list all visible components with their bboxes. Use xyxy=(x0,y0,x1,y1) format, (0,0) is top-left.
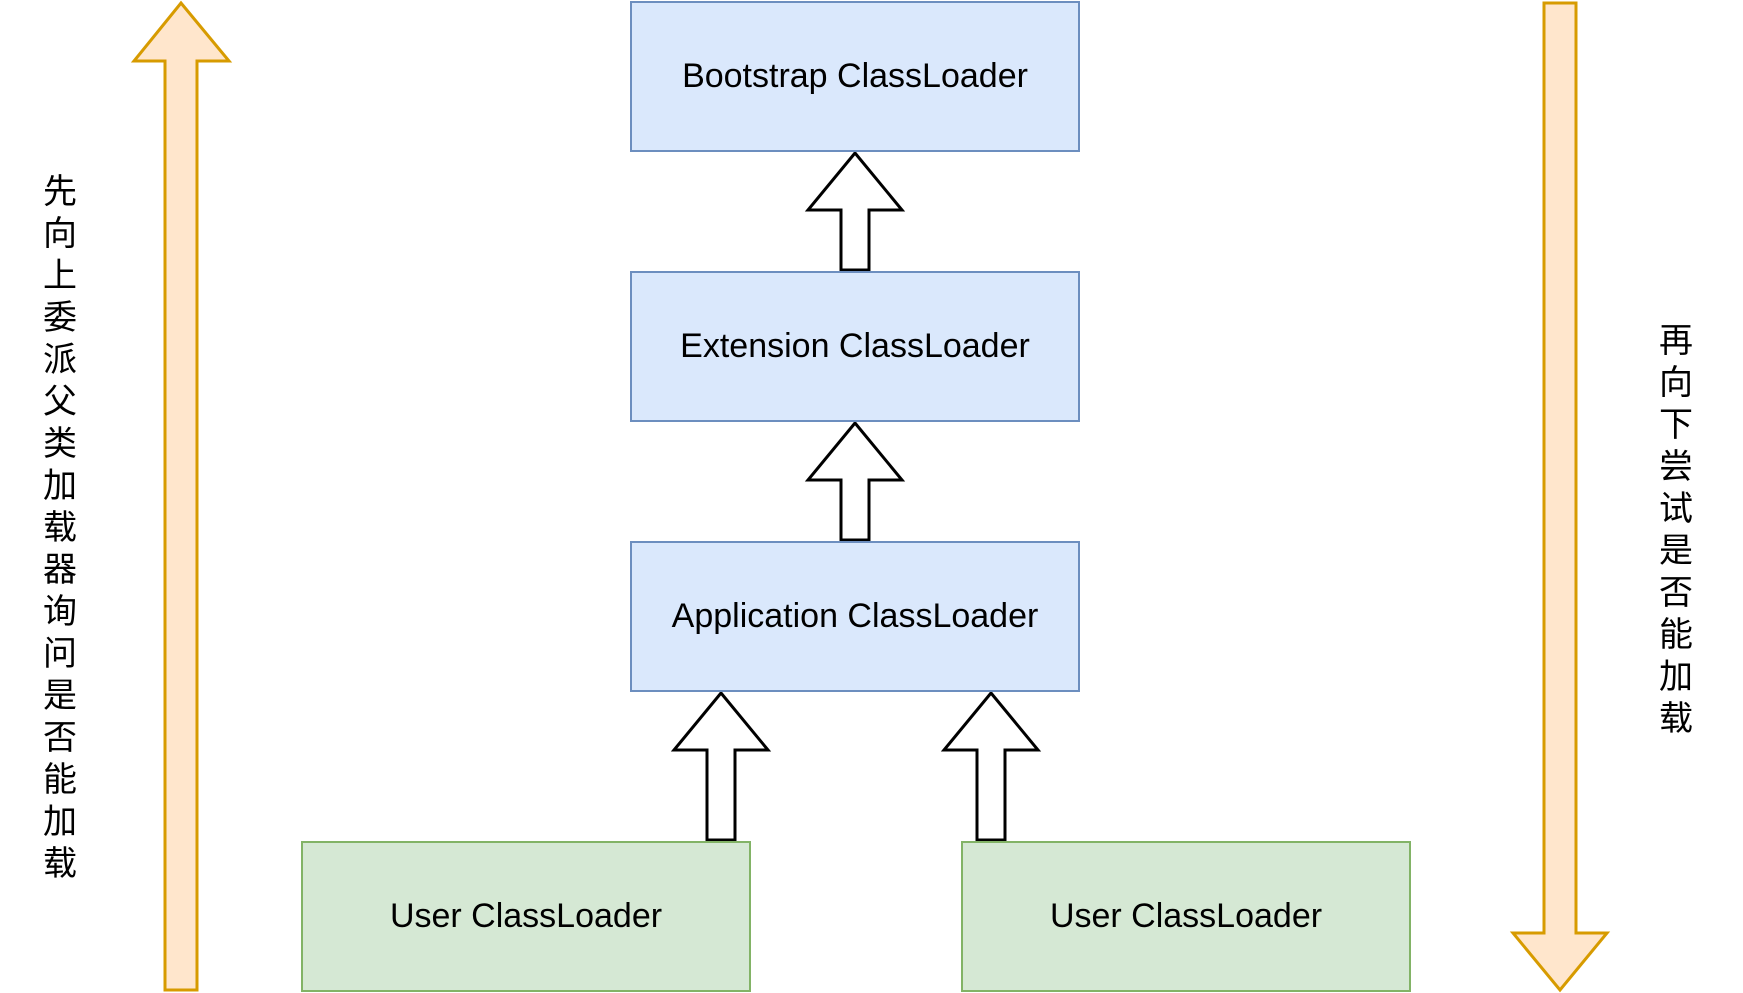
delegation-arrow-user-right-to-application xyxy=(940,690,1042,842)
extension-classloader-box: Extension ClassLoader xyxy=(630,271,1080,422)
application-classloader-box: Application ClassLoader xyxy=(630,541,1080,692)
bootstrap-classloader-box: Bootstrap ClassLoader xyxy=(630,1,1080,152)
user-classloader-box-right: User ClassLoader xyxy=(961,841,1411,992)
upward-delegation-label: 先向上委派父类加载器询问是否能加载 xyxy=(43,172,77,884)
delegation-arrow-user-left-to-application xyxy=(670,690,772,842)
user-classloader-box-left: User ClassLoader xyxy=(301,841,751,992)
up-block-arrow-icon xyxy=(130,0,233,992)
down-block-arrow-icon xyxy=(1509,1,1611,993)
downward-attempt-label: 再向下尝试是否能加载 xyxy=(1659,321,1693,739)
delegation-arrow-application-to-extension xyxy=(804,420,906,542)
delegation-arrow-extension-to-bootstrap xyxy=(804,150,906,272)
